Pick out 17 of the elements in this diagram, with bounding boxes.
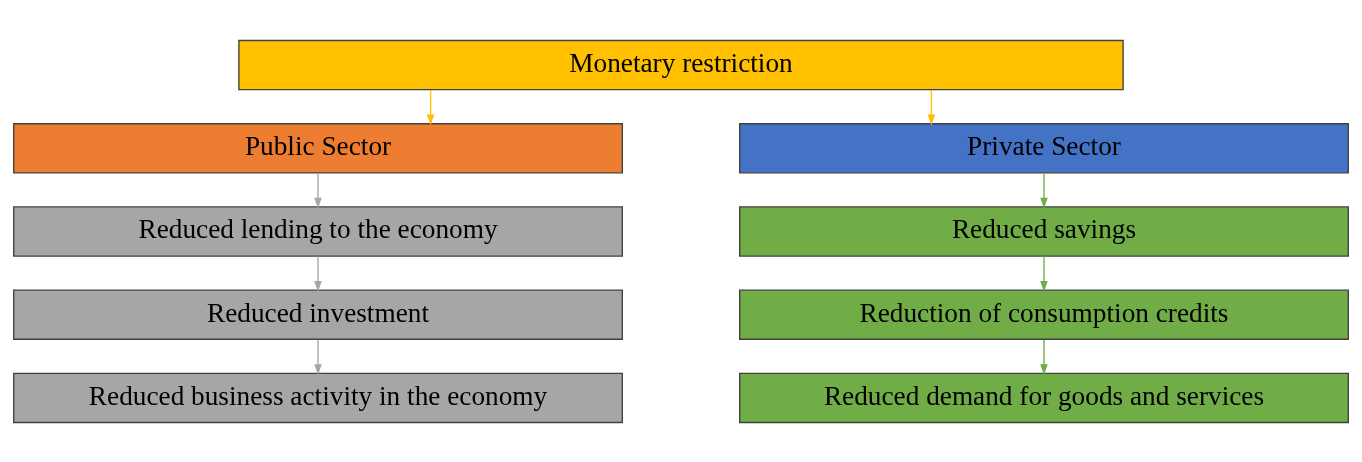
node-box: Reduced investment: [13, 289, 623, 340]
arrow: [1040, 255, 1048, 292]
arrow: [1040, 172, 1048, 209]
node-box: Reduced savings: [739, 205, 1349, 257]
arrow: [927, 88, 936, 125]
node-box: Public Sector: [13, 122, 623, 173]
arrow: [1040, 338, 1048, 375]
arrow: [426, 88, 435, 125]
node-box: Reduced business activity in the economy: [13, 372, 623, 423]
arrow: [314, 338, 322, 375]
node-box: Reduction of consumption credits: [739, 289, 1349, 340]
node-box: Reduced demand for goods and services: [739, 372, 1349, 423]
node-box: Reduced lending to the economy: [13, 205, 623, 257]
arrow: [314, 255, 322, 292]
arrow: [314, 172, 322, 209]
node-box: Private Sector: [739, 122, 1349, 173]
node-box: Monetary restriction: [238, 39, 1124, 90]
